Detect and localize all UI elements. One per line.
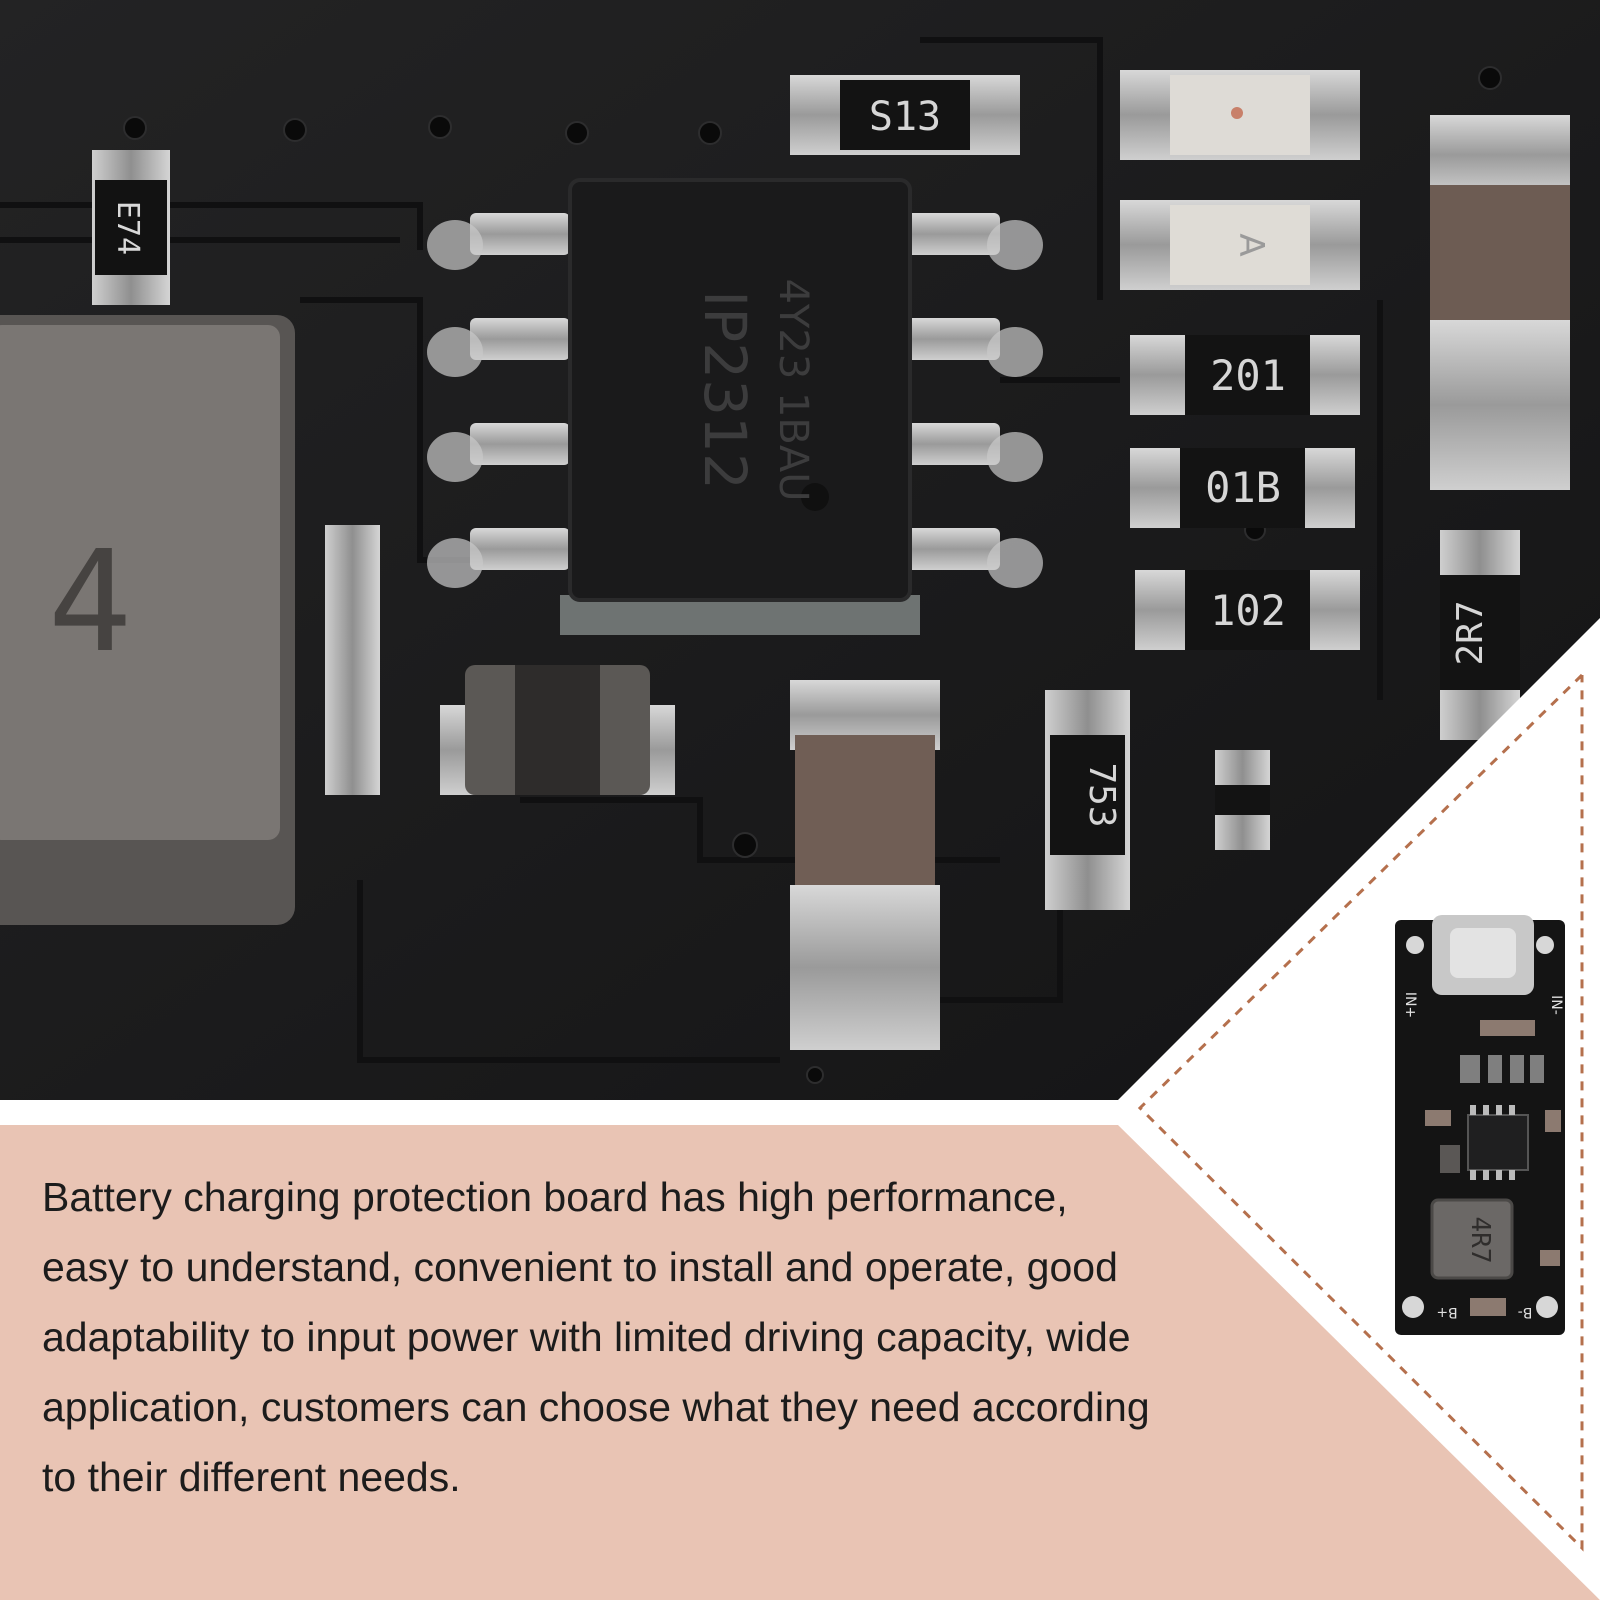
- product-description: Battery charging protection board has hi…: [42, 1174, 1150, 1500]
- resistor-01b-label: 01B: [1205, 463, 1281, 512]
- led-2: A: [1120, 200, 1360, 290]
- svg-text:4: 4: [48, 521, 132, 684]
- resistor-102-label: 102: [1210, 586, 1286, 635]
- resistor-2r7: 2R7: [1440, 530, 1520, 740]
- pcb-vias: [123, 66, 1502, 1084]
- resistor-s13-label: S13: [869, 94, 941, 140]
- resistor-753-label: 753: [1081, 762, 1122, 827]
- inset-dashed-border: [1137, 673, 1584, 1552]
- resistor-753: 753: [1045, 690, 1130, 910]
- inset-label-b-minus: B-: [1518, 1304, 1533, 1320]
- led-marking: A: [1231, 233, 1271, 256]
- ferrite-bead: [440, 665, 675, 795]
- ic-marking-2: 4Y23 1BAU: [770, 278, 816, 501]
- resistor-e74: E74: [92, 150, 170, 305]
- resistor-e74-label: E74: [110, 201, 145, 255]
- caption-panel: [0, 1125, 1600, 1600]
- resistor-01b: 01B: [1130, 448, 1355, 528]
- capacitor-bottom: [790, 680, 940, 1050]
- capacitor-right: [1430, 115, 1570, 490]
- inductor-closeup: 4: [0, 315, 380, 925]
- inset-label-in-plus: IN+: [1402, 992, 1418, 1018]
- inset-board: 4R7 IN+ IN- B+ B-: [1395, 915, 1565, 1335]
- tiny-smd: [1215, 750, 1270, 850]
- inset-label-in-minus: IN-: [1548, 995, 1564, 1015]
- inset-label-b-plus: B+: [1436, 1304, 1457, 1320]
- resistor-201-label: 201: [1210, 351, 1286, 400]
- ic-chip: IP2312 4Y23 1BAU: [427, 178, 1043, 635]
- resistor-102: 102: [1135, 570, 1360, 650]
- ic-marking-1: IP2312: [691, 290, 759, 490]
- led-1: [1120, 70, 1360, 160]
- inset-triangle: [1118, 618, 1600, 1600]
- inset-inductor-label: 4R7: [1465, 1217, 1495, 1264]
- resistor-s13: S13: [790, 75, 1020, 155]
- resistor-201: 201: [1130, 335, 1360, 415]
- resistor-2r7-label: 2R7: [1450, 600, 1491, 665]
